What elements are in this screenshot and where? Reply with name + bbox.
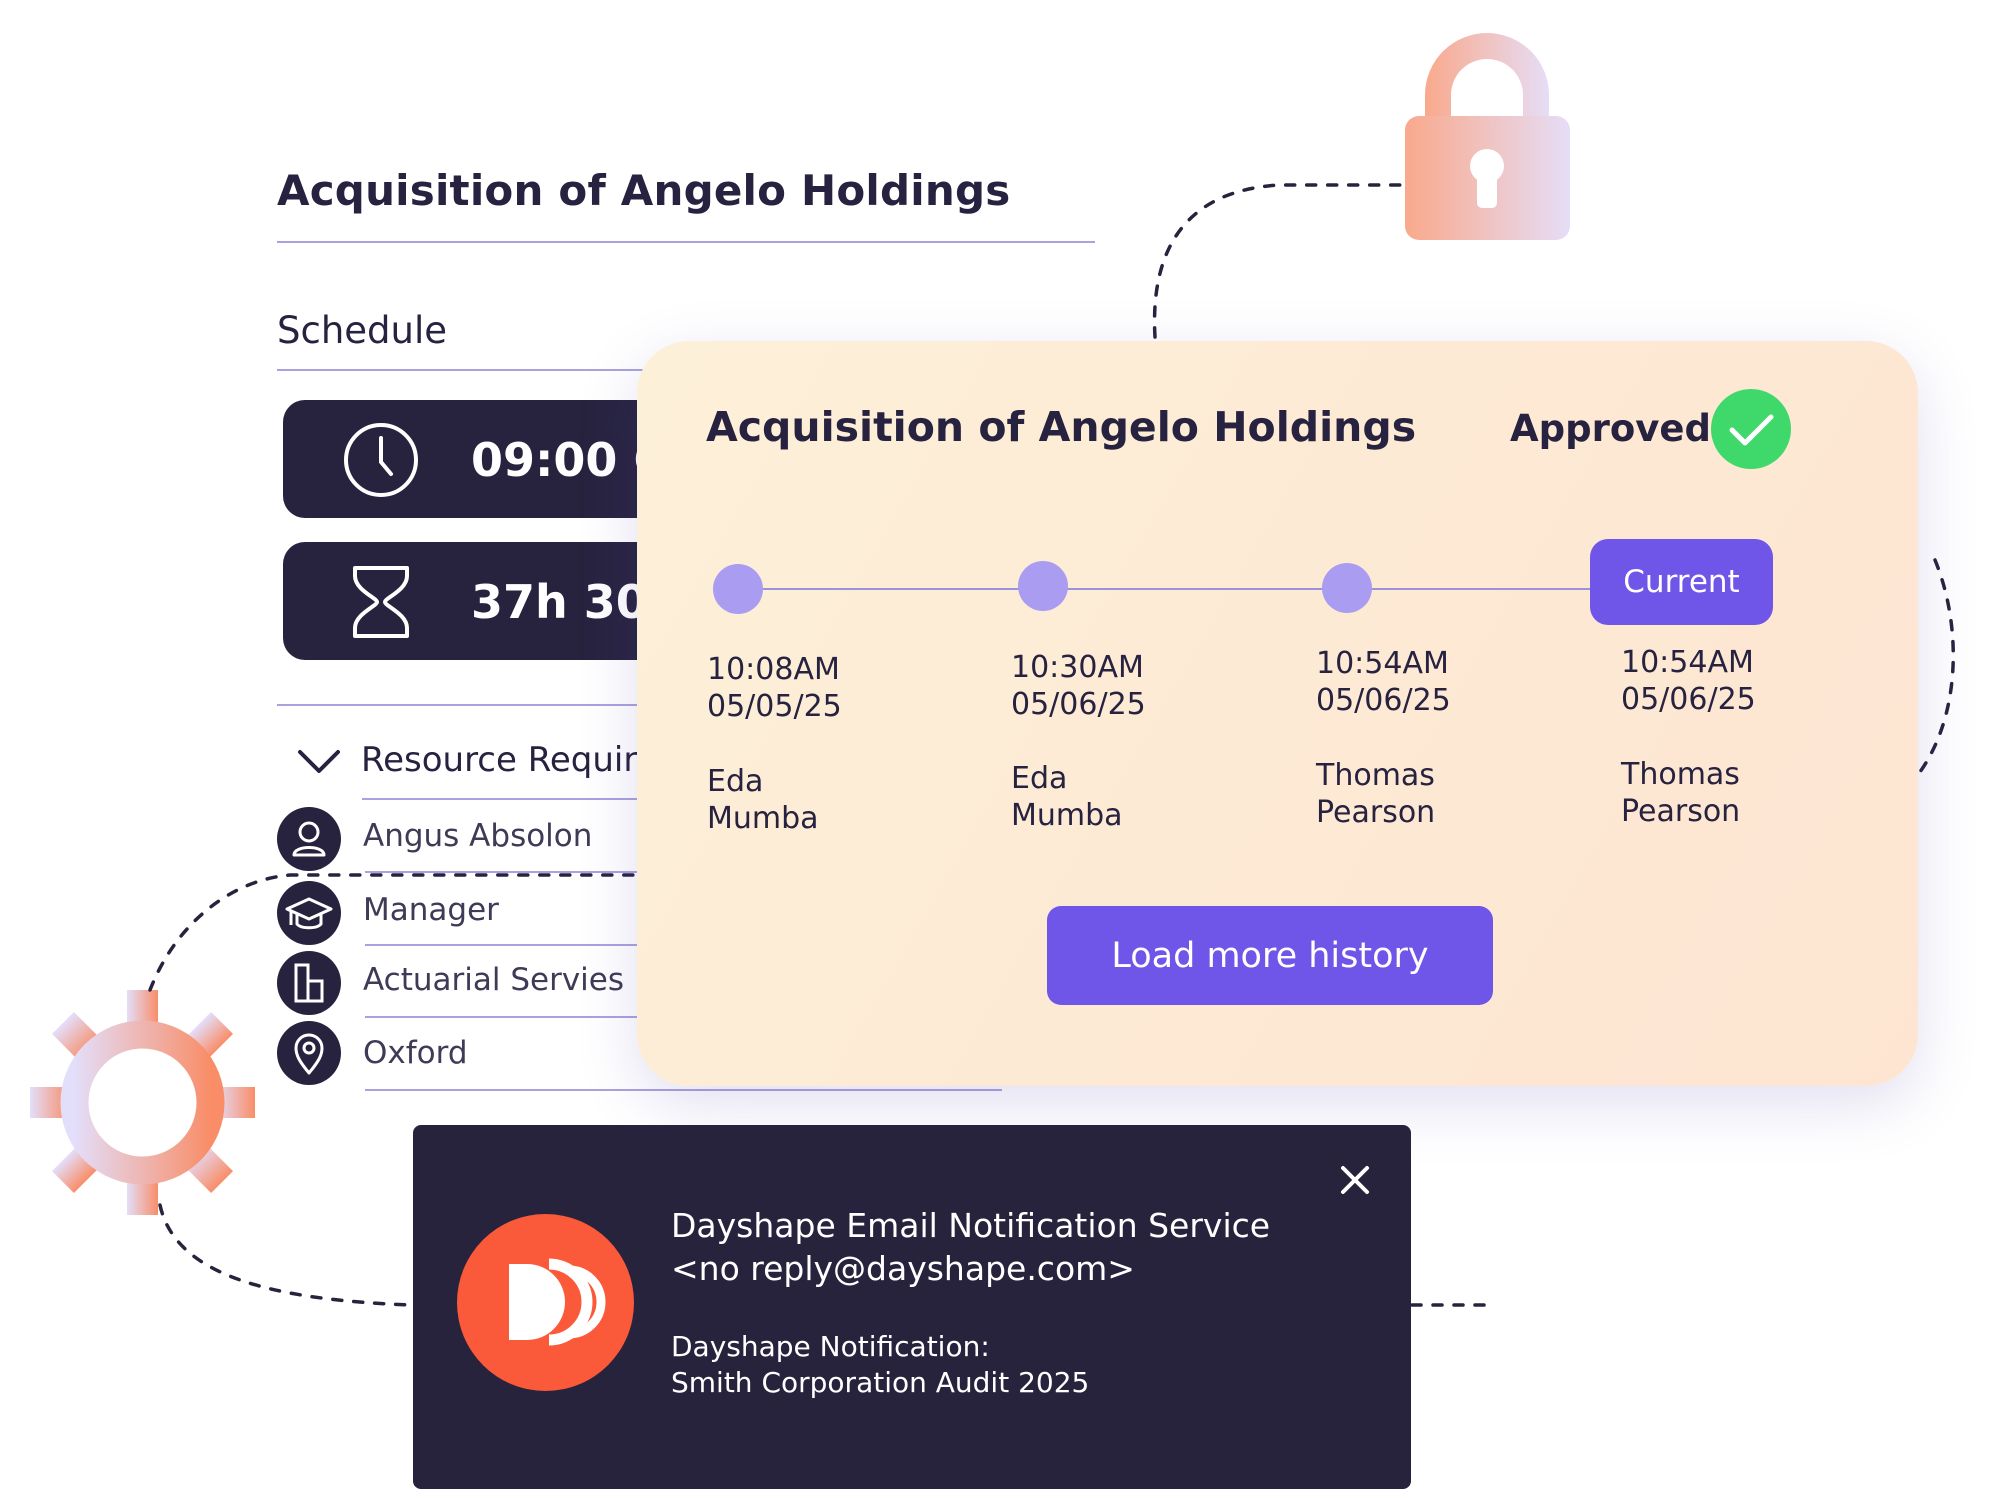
hourglass-icon (353, 566, 409, 638)
check-icon (1729, 414, 1774, 446)
history-user: Thomas Pearson (1316, 758, 1436, 830)
notification-subject: Smith Corporation Audit 2025 (671, 1366, 1090, 1399)
history-timestamp: 10:08AM 05/05/25 (707, 652, 842, 724)
approval-panel-title: Acquisition of Angelo Holdings (706, 403, 1417, 451)
department-avatar (277, 951, 341, 1015)
load-more-history-button[interactable]: Load more history (1047, 906, 1493, 1005)
row-divider (365, 1016, 705, 1018)
history-user: Eda Mumba (707, 764, 819, 836)
lock-icon (1405, 33, 1570, 240)
schedule-label: Schedule (277, 309, 448, 352)
timeline-line (740, 588, 1610, 590)
resource-name: Angus Absolon (363, 818, 593, 854)
notification-sender: Dayshape Email Notification Service (671, 1206, 1271, 1245)
history-timestamp: 10:30AM 05/06/25 (1011, 650, 1146, 722)
history-user: Eda Mumba (1011, 761, 1123, 833)
schedule-divider (277, 369, 677, 371)
project-title: Acquisition of Angelo Holdings (277, 166, 1011, 215)
history-user: Thomas Pearson (1621, 757, 1741, 829)
chevron-down-icon[interactable] (296, 744, 342, 778)
gear-icon (30, 990, 255, 1215)
person-icon (292, 821, 326, 857)
clock-icon (344, 423, 418, 497)
building-icon (294, 963, 324, 1003)
timeline-current-badge[interactable]: Current (1590, 539, 1773, 625)
history-timestamp: 10:54AM 05/06/25 (1316, 646, 1451, 718)
role-avatar (277, 881, 341, 945)
resource-requirements-label[interactable]: Resource Requir (361, 740, 638, 780)
start-time-value: 09:00 C (471, 433, 668, 487)
timeline-step[interactable] (1322, 563, 1372, 613)
graduation-cap-icon (285, 897, 333, 930)
notification-sender-email: <no reply@dayshape.com> (671, 1249, 1135, 1288)
section-divider (277, 704, 697, 706)
dayshape-logo (457, 1214, 634, 1391)
timeline-step[interactable] (713, 564, 763, 614)
notification-subject-heading: Dayshape Notification: (671, 1330, 990, 1363)
start-time-field[interactable]: 09:00 C (283, 400, 703, 518)
person-avatar (277, 807, 341, 871)
approved-check-badge (1711, 389, 1791, 469)
close-icon[interactable] (1335, 1160, 1375, 1200)
location-avatar (277, 1021, 341, 1085)
row-divider (365, 1089, 1002, 1091)
resource-location: Oxford (363, 1035, 468, 1071)
approval-status-label: Approved (1510, 407, 1711, 450)
location-pin-icon (294, 1033, 324, 1075)
dayshape-logo-icon (509, 1258, 606, 1346)
resource-department: Actuarial Servies (363, 962, 625, 998)
title-divider (277, 241, 1095, 243)
timeline-step[interactable] (1018, 561, 1068, 611)
resource-role: Manager (363, 892, 499, 928)
history-timestamp: 10:54AM 05/06/25 (1621, 645, 1756, 717)
